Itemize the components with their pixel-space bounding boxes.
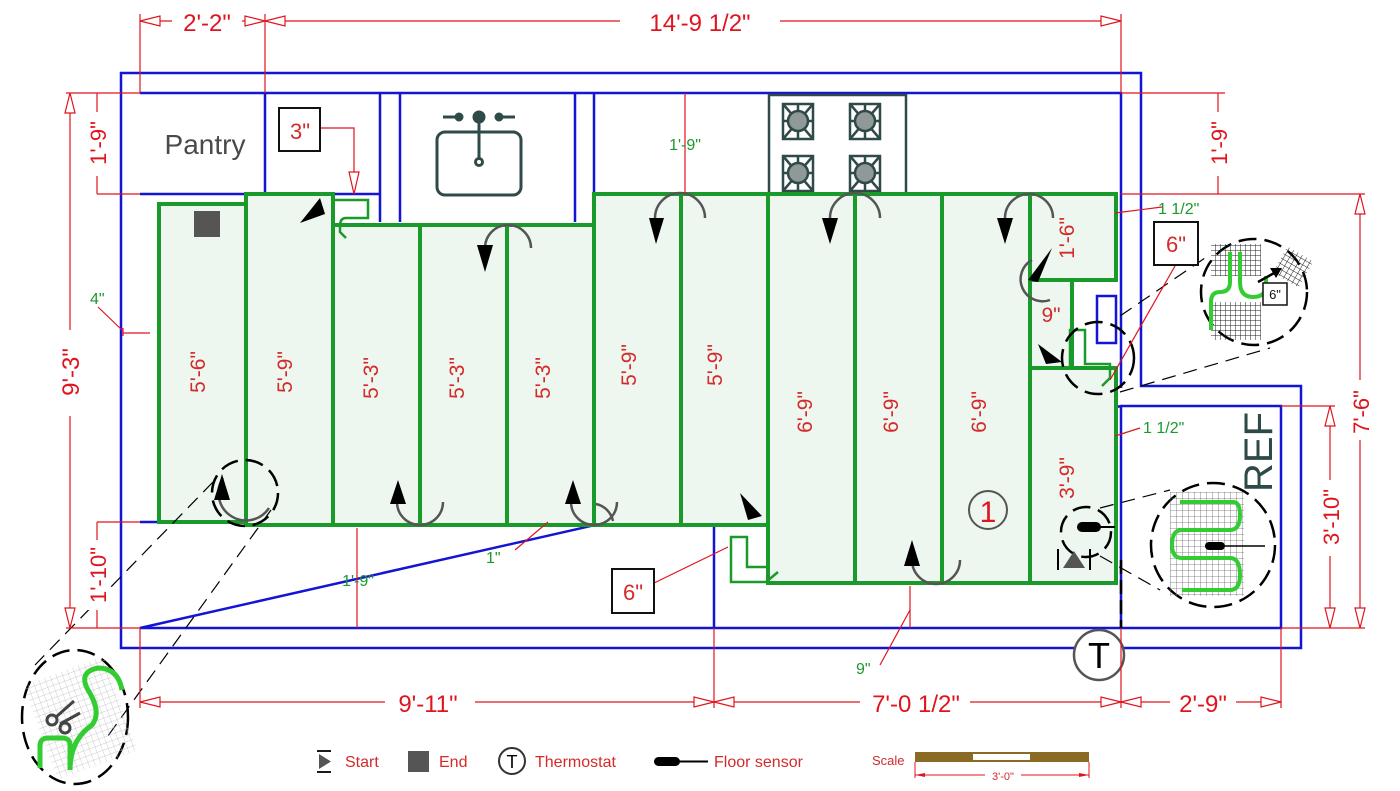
mat-strip-length: 1'-6" — [1056, 217, 1079, 259]
legend-start-label: Start — [345, 754, 379, 771]
dimension-arrowheads — [64, 15, 1366, 708]
floor-sensor-icon — [1077, 522, 1115, 532]
mat-strip-length: 5'-9" — [704, 344, 727, 386]
heating-mats: 5'-6" 5'-9" 5'-3" 5'-3" 5'-3" 5'-9" 5'-9" 6'-9"… — [157, 192, 1118, 585]
dim-right-lower: 3'-10" — [1319, 489, 1344, 545]
mat-strip-length: 5'-3" — [532, 357, 555, 399]
callouts: 3" 6" 6" 6" — [278, 107, 1288, 614]
mat-strip-length: 6'-9" — [794, 391, 817, 433]
junction-box — [1095, 294, 1118, 345]
mat-strip — [418, 223, 509, 527]
room-label-pantry: Pantry — [165, 129, 246, 160]
top-bend — [333, 198, 370, 239]
offset-counter-top: 1'-9" — [669, 137, 701, 154]
legend-start-icon — [317, 750, 331, 773]
outer-wall — [119, 71, 1303, 650]
scissors-icon — [45, 699, 81, 735]
callout-detail-bend: 6" — [1269, 287, 1281, 302]
bottom-bend — [729, 535, 766, 584]
legend-end-label: End — [439, 754, 467, 771]
dim-top-total: 14'-9 1/2" — [649, 10, 750, 37]
detail-callouts — [20, 237, 1309, 786]
mat-strip-length: 5'-3" — [360, 357, 383, 399]
legend: Start End T Thermostat Floor sensor — [317, 747, 804, 775]
dim-bottom-left: 9'-11" — [398, 691, 457, 718]
offset-right-gap-lower: 1 1/2" — [1143, 420, 1184, 437]
callout-bottom-bend: 6" — [623, 580, 643, 605]
legend-thermostat-icon: T — [498, 747, 526, 775]
dim-right-upper: 1'-9" — [1207, 121, 1232, 165]
mat-strip-length: 5'-3" — [446, 357, 469, 399]
mat-strip-length: 5'-9" — [274, 351, 297, 393]
mat-strip — [331, 223, 422, 527]
mat-strip — [592, 192, 683, 527]
stove-icon — [767, 93, 908, 198]
dim-top-left: 2'-2" — [183, 10, 231, 37]
zone-badge: 1 — [968, 490, 1008, 530]
room-label-ref: REF — [1237, 412, 1281, 492]
sensor-detail — [1169, 492, 1265, 596]
callout-top-bend: 3" — [290, 119, 310, 144]
scale-label: Scale — [872, 753, 905, 768]
mat-strip — [1028, 366, 1118, 585]
diag-bend-a — [765, 571, 779, 583]
mat-strip-length: 5'-6" — [187, 351, 210, 393]
cut-detail — [23, 656, 138, 780]
mat-strip-length: 6'-9" — [880, 391, 903, 433]
dim-right-total: 7'-6" — [1349, 390, 1374, 434]
legend-thermostat-label: Thermostat — [535, 754, 616, 771]
offset-labels: 4" 1'-9" 1'-9" 1" 9" 1 1/2" 1 1/2" — [90, 137, 1199, 678]
mat-strip — [853, 192, 944, 585]
offset-bottom-gap-right: 9" — [856, 661, 871, 678]
mat-strip — [1028, 278, 1074, 370]
flow-arrows — [214, 191, 1062, 586]
start-marker-icon — [1057, 549, 1091, 570]
mat-strip — [766, 192, 857, 585]
dim-left-upper: 1'-9" — [86, 121, 111, 165]
thermostat-symbol: T — [1088, 635, 1110, 676]
sink-icon — [435, 110, 523, 197]
legend-end-icon — [408, 751, 429, 772]
legend-floor-sensor-icon — [654, 757, 708, 766]
offset-counter-bottom: 1'-9" — [342, 573, 374, 590]
offset-bottom-gap: 1" — [486, 550, 501, 567]
mat-strip — [940, 192, 1032, 585]
dim-left-lower: 1'-10" — [86, 547, 111, 603]
scale-bar: Scale 3'-0" — [872, 752, 1090, 783]
mat-strip — [157, 202, 248, 524]
mat-strip-length: 5'-9" — [618, 344, 641, 386]
mat-strip-length: 3'-9" — [1056, 457, 1079, 499]
right-bend — [1068, 328, 1112, 387]
zone-number: 1 — [980, 496, 997, 529]
dim-left-total: 9'-3" — [58, 348, 85, 396]
thermostat-icon: T — [1072, 628, 1126, 682]
mat-strip-length: 9" — [1041, 304, 1060, 327]
dimension-labels: 2'-2" 14'-9 1/2" 9'-3" 1'-9" 1'-10" 1'-9… — [56, 8, 1374, 718]
mat-strip — [244, 192, 335, 527]
turn-detail — [1209, 244, 1314, 340]
callout-right-bend: 6" — [1166, 232, 1186, 257]
end-marker-icon — [194, 211, 220, 237]
scale-length: 3'-0" — [992, 771, 1014, 783]
offset-left-gap: 4" — [90, 291, 105, 308]
cable-bends — [333, 198, 1112, 584]
legend-thermostat-symbol: T — [507, 752, 518, 772]
offset-right-gap-top: 1 1/2" — [1158, 201, 1199, 218]
mat-strip-length: 6'-9" — [968, 391, 991, 433]
dim-bottom-right: 2'-9" — [1179, 691, 1227, 718]
legend-floor-sensor-label: Floor sensor — [714, 754, 804, 771]
dim-bottom-mid: 7'-0 1/2" — [872, 691, 960, 718]
